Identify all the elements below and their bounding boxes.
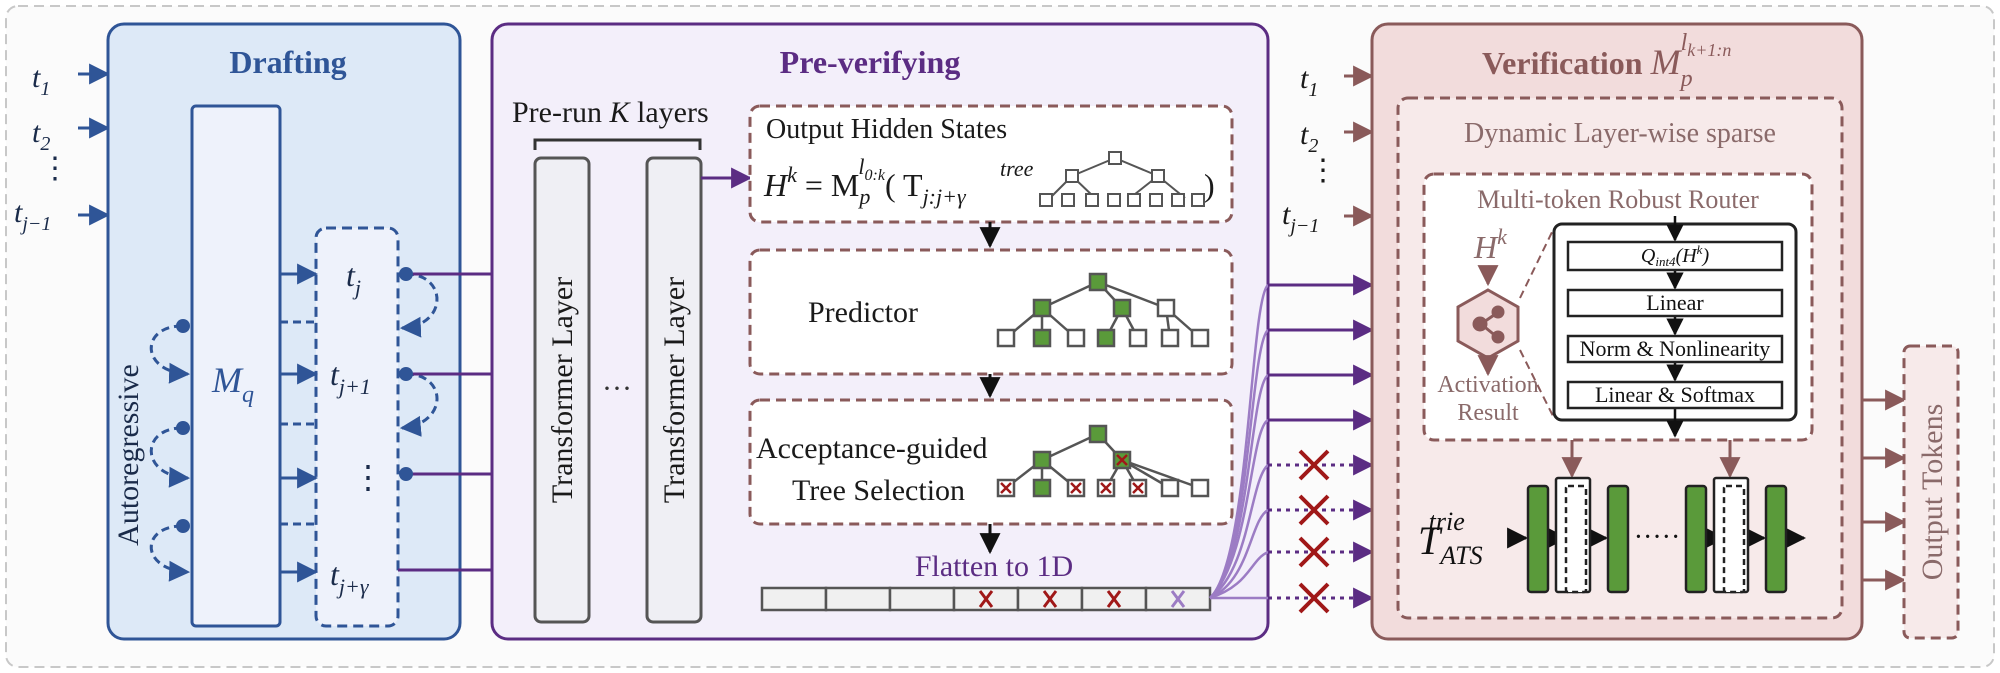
router-label: Multi-token Robust Router — [1477, 185, 1759, 214]
transformer-dots: ··· — [602, 372, 632, 405]
predictor-label: Predictor — [808, 296, 918, 329]
model-to-token-arrows — [280, 263, 319, 583]
transformer-layer-1 — [533, 156, 591, 624]
activation-hexagon — [1456, 288, 1520, 360]
predictor-tree — [996, 272, 1210, 348]
linear-layer-label: Linear — [1646, 290, 1704, 315]
verify-input-tj1: tj−1 — [1282, 198, 1319, 237]
loop-dots — [176, 319, 190, 533]
preverify-title: Pre-verifying — [780, 44, 961, 80]
share-icon — [1472, 305, 1505, 344]
tree-selection-label-1: Acceptance-guided — [756, 432, 988, 465]
layer-chain-blocks — [1526, 476, 1788, 594]
hidden-states-title: Output Hidden States — [766, 114, 1007, 145]
verify-input-tokens: t1 t2 ⋮ tj−1 — [1282, 62, 1338, 237]
draft-tokens: tj tj+1 ⋮ tj+γ — [330, 257, 384, 599]
draft-token-tj: tj — [346, 257, 361, 300]
verification-title: Verification Mplk+1:n — [1482, 30, 1731, 92]
hidden-states-formula: Hk = Mpl0:k( Tj:j+γ — [763, 154, 967, 209]
layer-chain-dots: ····· — [1634, 522, 1681, 553]
prerun-brace — [533, 138, 702, 150]
output-arrows — [1862, 389, 1907, 591]
softmax-layer — [1566, 380, 1784, 410]
flattened-array-crosses — [978, 590, 1186, 608]
drafting-title: Drafting — [229, 44, 346, 80]
activation-result-1: Activation — [1437, 372, 1538, 398]
selection-cross-marks — [1000, 454, 1144, 494]
norm-layer — [1566, 334, 1784, 364]
verify-input-t1: t1 — [1300, 62, 1318, 101]
drafting-panel — [106, 22, 462, 641]
transformer-layer-2-label: Transformer Layer — [658, 277, 691, 503]
formula-tree — [1039, 151, 1205, 207]
draft-model-box — [190, 104, 282, 628]
transformer-layer-1-label: Transformer Layer — [546, 277, 579, 503]
input-token-t2: t2 — [32, 116, 50, 155]
output-tokens-label: Output Tokens — [1916, 404, 1949, 581]
tree-selection-label-2: Tree Selection — [792, 474, 965, 507]
output-tokens-box — [1902, 344, 1960, 640]
draft-token-dots: ⋮ — [352, 459, 384, 495]
prerun-label: Pre-run K layers — [512, 96, 709, 129]
quant-layer — [1566, 240, 1784, 272]
verify-input-arrows — [1344, 65, 1375, 227]
input-token-t1: t1 — [32, 61, 50, 100]
token-feedback-loops — [399, 272, 439, 437]
input-tokens: t1 t2 ⋮ tj−1 — [14, 61, 70, 235]
draft-token-tj1: tj+1 — [330, 356, 371, 399]
router-to-chain-arrows — [1561, 440, 1741, 479]
rejected-cross-marks — [1298, 449, 1330, 614]
dynamic-sparse-label: Dynamic Layer-wise sparse — [1464, 118, 1776, 149]
input-arrows — [78, 63, 111, 226]
draft-token-tjg: tj+γ — [330, 556, 370, 599]
quant-layer-label: Qint4(Hk) — [1641, 242, 1710, 269]
input-token-tj1: tj−1 — [14, 196, 51, 235]
draft-token-box — [314, 226, 400, 628]
hidden-states-close-paren: ) — [1204, 167, 1215, 203]
draft-model-label: Mq — [211, 360, 254, 408]
flattened-array — [760, 586, 1212, 612]
fanout-curves — [1209, 284, 1270, 600]
autoregressive-loops — [149, 324, 191, 582]
softmax-layer-label: Linear & Softmax — [1595, 382, 1755, 407]
hidden-states-tree-label: tree — [1000, 156, 1034, 181]
verify-input-t2: t2 — [1300, 118, 1318, 157]
autoregressive-label: Autoregressive — [112, 364, 145, 546]
router-hk: Hk — [1473, 224, 1508, 265]
norm-layer-label: Norm & Nonlinearity — [1580, 336, 1771, 361]
activation-result-2: Result — [1457, 400, 1519, 426]
linear-layer — [1566, 288, 1784, 318]
transformer-layer-2 — [645, 156, 703, 624]
input-token-dots: ⋮ — [40, 152, 70, 185]
verify-input-dots: ⋮ — [1308, 154, 1338, 187]
trie-label: TATStrie — [1418, 507, 1483, 570]
verify-in-arrows — [1268, 274, 1375, 431]
flatten-label: Flatten to 1D — [915, 550, 1073, 583]
token-output-dots — [399, 267, 413, 481]
